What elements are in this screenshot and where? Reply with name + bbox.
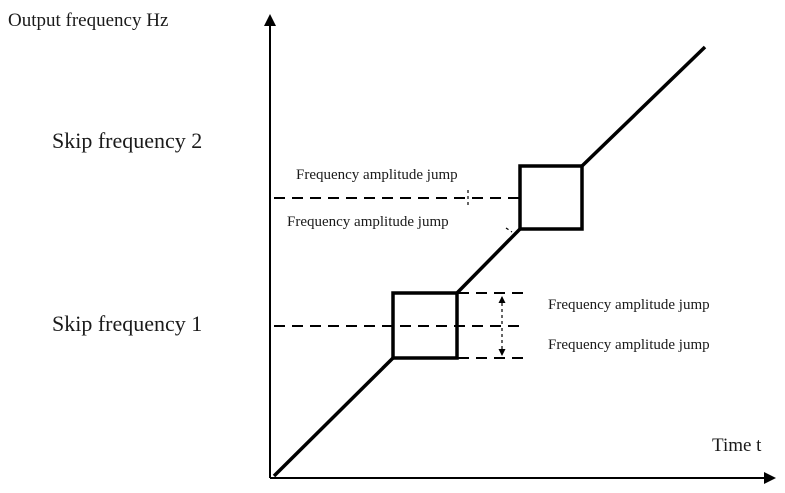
curve-segment-upper bbox=[580, 45, 707, 168]
curve-segment-middle bbox=[455, 227, 522, 295]
upper-jump-tick bbox=[505, 227, 513, 233]
upper-jump-label-bottom: Frequency amplitude jump bbox=[287, 214, 449, 230]
y-axis-title: Output frequency Hz bbox=[8, 10, 168, 31]
skip-frequency-1-label: Skip frequency 1 bbox=[52, 311, 202, 336]
skip-band-2-box bbox=[518, 164, 584, 231]
skip-frequency-2-label: Skip frequency 2 bbox=[52, 128, 202, 153]
skip-band-1-box bbox=[391, 291, 459, 360]
x-axis-title: Time t bbox=[712, 435, 762, 456]
lower-jump-label-bottom: Frequency amplitude jump bbox=[548, 337, 710, 353]
curve-segment-lower bbox=[272, 356, 395, 478]
lower-jump-label-top: Frequency amplitude jump bbox=[548, 297, 710, 313]
upper-jump-label-top: Frequency amplitude jump bbox=[296, 167, 458, 183]
